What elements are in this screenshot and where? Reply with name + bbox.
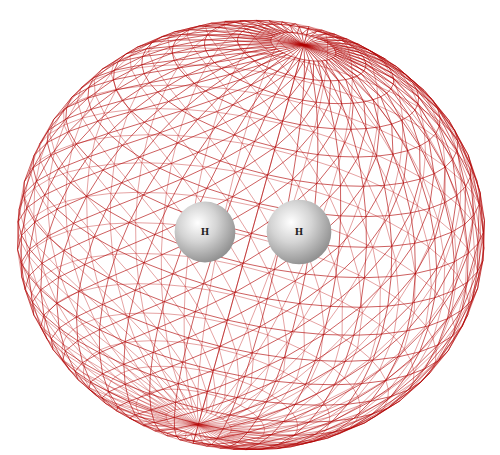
- element-symbol: H: [266, 199, 332, 265]
- atom-sphere: H: [266, 199, 332, 265]
- bond-line: [233, 223, 269, 241]
- wireframe-back: [18, 20, 485, 449]
- atom-sphere: H: [174, 201, 236, 263]
- atom-ball: [175, 202, 236, 263]
- wireframe-front: [18, 20, 485, 449]
- element-symbol: H: [174, 201, 236, 263]
- atom-ball: [267, 200, 332, 265]
